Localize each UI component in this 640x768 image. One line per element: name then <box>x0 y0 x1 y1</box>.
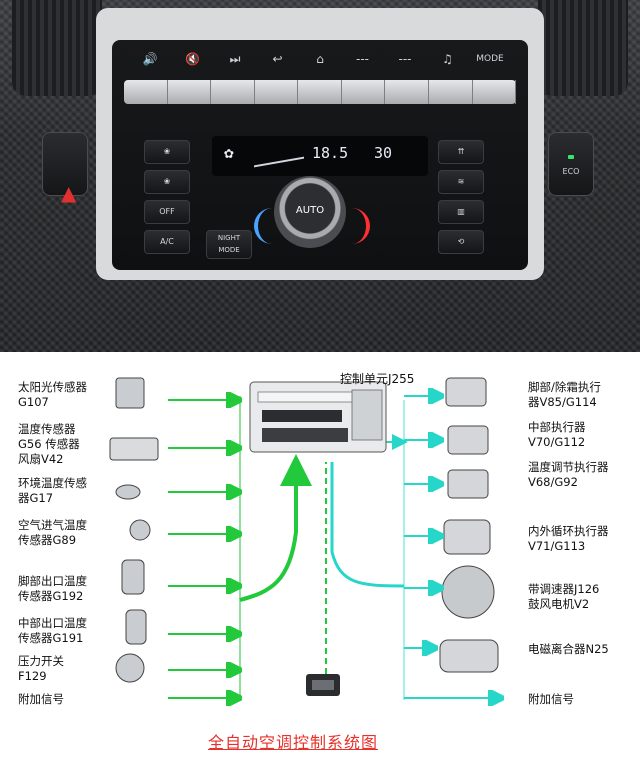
preset-dash-2: --- <box>398 52 412 66</box>
output-label-1: 脚部/除霜执行 器V85/G114 <box>528 380 601 409</box>
cool-arc <box>254 208 274 244</box>
fan-up-button: ❀ <box>144 140 190 164</box>
eco-button: ECO <box>548 132 594 196</box>
input-label-5: 脚部出口温度 传感器G192 <box>18 574 87 603</box>
input-label-3: 环境温度传感 器G17 <box>18 476 87 505</box>
sensor-icons <box>109 377 159 683</box>
hazard-icon: ▲ <box>61 181 77 205</box>
input-label-7: 压力开关 F129 <box>18 654 64 683</box>
auto-knob: AUTO <box>274 176 346 248</box>
connector-drawing <box>306 674 340 696</box>
hvac-panel-photo: 🔊 🔇 ⏭ ↩ ⌂ --- --- ♫ MODE ✿ 18.5 30 ❀ ❀ O… <box>0 0 640 352</box>
actuator-icons <box>439 377 499 673</box>
eco-indicator <box>568 155 574 159</box>
controller-to-output-arrow <box>330 462 405 588</box>
output-label-6: 电磁离合器N25 <box>528 642 609 656</box>
hazard-button: ▲ <box>42 132 88 205</box>
mute-icon: 🔇 <box>185 52 200 66</box>
recirculation-button: ⟲ <box>438 230 484 254</box>
output-label-2: 中部执行器 V70/G112 <box>528 420 586 449</box>
ac-button: A/C <box>144 230 190 254</box>
input-label-6: 中部出口温度 传感器G191 <box>18 616 87 645</box>
controller-label: 控制单元J255 <box>340 372 415 386</box>
music-icon: ♫ <box>442 52 453 66</box>
input-label-8: 附加信号 <box>18 692 64 706</box>
input-label-1: 太阳光传感器 G107 <box>18 380 87 409</box>
inside-temp: 18.5 <box>312 144 349 162</box>
input-to-controller-arrow <box>239 454 312 602</box>
eco-label: ECO <box>562 167 580 176</box>
outside-temp: 30 <box>374 144 393 162</box>
night-mode-button: NIGHT MODE <box>206 230 252 259</box>
controller-unit-drawing <box>249 381 387 453</box>
back-icon: ↩ <box>272 52 283 66</box>
fan-speed-bars <box>254 144 304 168</box>
input-label-2: 温度传感器 G56 传感器 风扇V42 <box>18 422 80 466</box>
preset-dash-1: --- <box>356 52 369 66</box>
home-icon: ⌂ <box>316 52 324 66</box>
diagram-caption: 全自动空调控制系统图 <box>208 733 379 752</box>
fan-down-button: ❀ <box>144 170 190 194</box>
volume-icon: 🔊 <box>142 52 158 66</box>
right-air-vent <box>538 0 628 96</box>
input-label-4: 空气进气温度 传感器G89 <box>18 518 87 547</box>
off-button: OFF <box>144 200 190 224</box>
windshield-button: ⇈ <box>438 140 484 164</box>
auto-label: AUTO <box>295 205 325 216</box>
skip-icon: ⏭ <box>229 51 241 66</box>
output-label-4: 内外循环执行器 V71/G113 <box>528 524 609 553</box>
heat-arc <box>350 208 370 244</box>
output-label-7: 附加信号 <box>528 692 574 706</box>
front-defrost-button: ≋ <box>438 170 484 194</box>
left-air-vent <box>12 0 102 96</box>
mode-label: MODE <box>476 54 504 64</box>
media-button-row: 🔊 🔇 ⏭ ↩ ⌂ --- --- ♫ MODE <box>130 48 510 70</box>
diagram-arrows <box>109 377 499 700</box>
output-label-5: 带调速器J126 鼓风电机V2 <box>528 582 600 611</box>
rear-defrost-button: ▥ <box>438 200 484 224</box>
preset-button-strip <box>124 80 517 104</box>
fan-icon: ✿ <box>224 143 234 162</box>
climate-control-diagram: 控制单元J255 太阳光传感器 G107 温度传感器 G56 传感器 风扇V42… <box>0 352 640 768</box>
row-arrows <box>168 352 640 768</box>
climate-display: ✿ 18.5 30 <box>212 136 428 176</box>
output-label-3: 温度调节执行器 V68/G92 <box>528 460 609 489</box>
